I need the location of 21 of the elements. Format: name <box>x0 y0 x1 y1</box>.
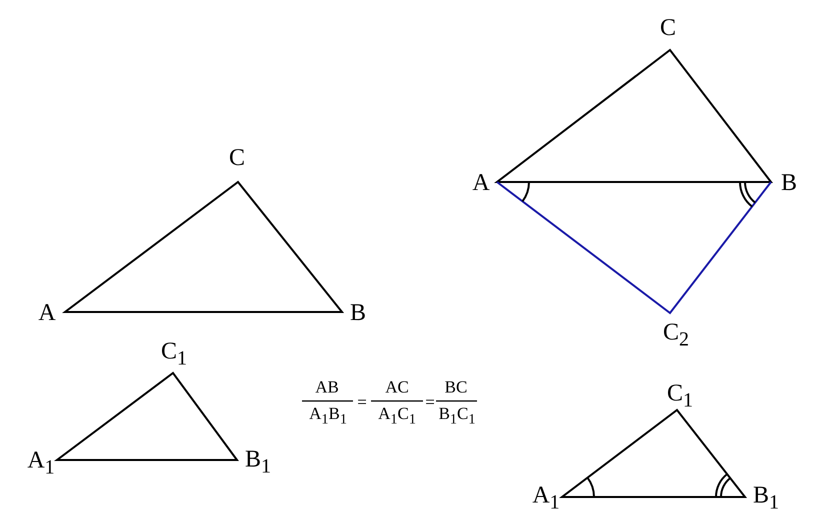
vertex-label: B <box>350 301 366 325</box>
formula-numerator: BC <box>444 378 468 396</box>
vertex-label: A <box>472 171 490 195</box>
vertex-label: B$_{1}$ <box>753 484 779 512</box>
formula-denominator: B$_{1}$C$_{1}$ <box>438 405 476 427</box>
vertex-label: A$_{1}$ <box>27 448 55 478</box>
vertex-label: C$_{1}$ <box>161 340 187 368</box>
formula-numerator: AB <box>315 378 339 396</box>
vertex-label: C$_{2}$ <box>663 320 689 350</box>
equals-sign: = <box>425 394 435 410</box>
formula-denominator: A$_{1}$C$_{1}$ <box>378 405 416 427</box>
formula-numerator: AC <box>385 378 409 396</box>
vertex-label: C <box>229 146 245 170</box>
vertex-label: B <box>781 171 797 195</box>
vertex-label: A$_{1}$ <box>532 484 560 512</box>
formula-denominator: A$_{1}$B$_{1}$ <box>309 405 347 427</box>
vertex-label: B$_{1}$ <box>245 448 271 476</box>
vertex-label: C$_{1}$ <box>667 382 693 410</box>
equals-sign: = <box>357 394 367 410</box>
vertex-label: C <box>660 16 676 40</box>
vertex-label: A <box>38 301 56 325</box>
